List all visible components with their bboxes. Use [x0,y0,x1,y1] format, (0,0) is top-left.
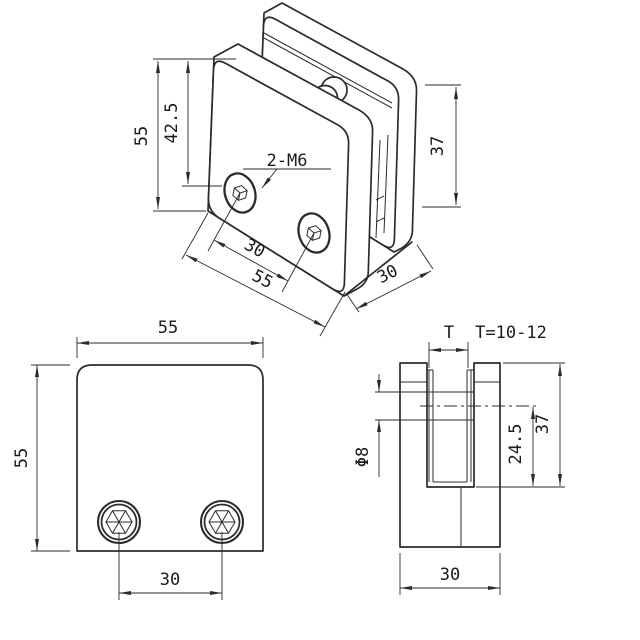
dim-side-hole-diameter-label: Φ8 [353,447,373,467]
dim-iso-side-height-label: 37 [428,136,448,156]
dim-iso-hole-height: 42.5 [162,61,222,187]
dim-iso-hole-height-label: 42.5 [162,103,182,144]
iso-gasket-lines [263,32,393,109]
dim-front-hole-spacing-label: 30 [160,570,180,590]
dim-side-glass-thickness-label: T [444,323,454,343]
dim-front-width-label: 55 [158,318,178,338]
iso-gasket-edge-detail [375,134,389,239]
dim-side-height: 37 [503,362,565,486]
dim-side-depth-label: 30 [440,565,460,585]
iso-hole-1 [223,172,257,214]
dim-front-height-label: 55 [12,448,32,468]
dim-side-glass-thickness: T [428,323,469,368]
iso-view: 55 42.5 37 30 55 30 [132,2,461,337]
side-glass-range-label: T=10-12 [475,323,547,343]
iso-bottom-depth-edge [343,241,413,297]
side-gasket-lining [427,369,474,483]
dim-iso-side-height: 37 [422,84,461,208]
side-body-outline [399,362,501,548]
dim-front-width: 55 [76,318,264,358]
dim-iso-height-label: 55 [132,126,152,146]
iso-hole-2 [297,212,331,254]
dim-iso-height: 55 [132,58,236,212]
dim-iso-depth-label: 30 [374,261,401,288]
side-hole-lines [375,391,474,421]
front-view: 55 55 30 [12,318,264,600]
dim-side-center-to-slot: 24.5 [476,407,565,488]
callout-thread-label: 2-M6 [267,151,308,171]
front-body-outline [76,364,264,552]
dim-side-center-to-slot-label: 24.5 [506,424,526,465]
dim-side-depth: 30 [399,553,501,595]
dim-side-hole-diameter: Φ8 [353,374,381,477]
callout-thread: 2-M6 [243,151,331,189]
dim-front-hole-spacing: 30 [118,532,223,600]
side-view: T T=10-12 Φ8 24.5 37 30 [353,323,565,595]
dim-side-height-label: 37 [533,414,553,434]
dim-front-height: 55 [12,364,70,552]
